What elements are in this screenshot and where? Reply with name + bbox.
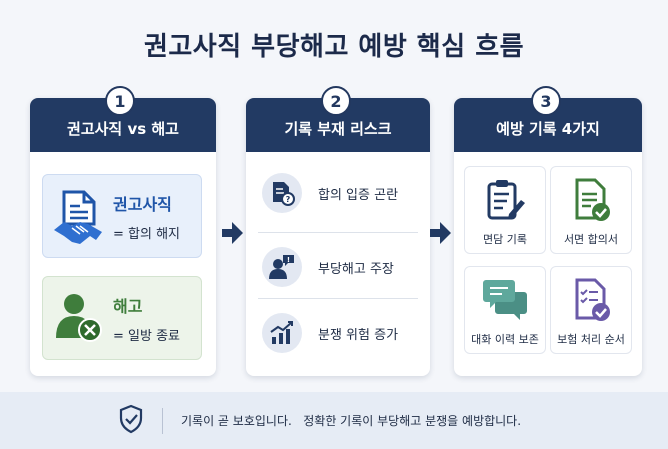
prevention-label: 서면 합의서 — [563, 233, 619, 246]
risk-item: 분쟁 위험 증가 — [258, 302, 418, 364]
resignation-title: 권고사직 — [113, 194, 172, 214]
shield-check-icon — [118, 404, 144, 438]
prevention-label: 대화 이력 보존 — [471, 333, 539, 346]
chat-bubbles-icon — [482, 277, 528, 323]
step-badge-3: 3 — [531, 86, 561, 116]
flow-arrow-1 — [222, 222, 243, 244]
footer-banner: 기록이 곧 보호입니다. 정확한 기록이 부당해고 분쟁을 예방합니다. — [0, 392, 668, 449]
prevention-label: 면담 기록 — [483, 233, 527, 246]
prevention-label: 보험 처리 순서 — [557, 333, 625, 346]
handshake-document-icon — [43, 188, 113, 244]
dismissal-subtitle: = 일방 종료 — [113, 328, 180, 344]
document-check-icon — [569, 177, 613, 223]
resignation-box: 권고사직 = 합의 해지 — [42, 174, 202, 258]
risk-item: ? 합의 입증 곤란 — [258, 162, 418, 224]
prevention-item: 대화 이력 보존 — [464, 266, 546, 354]
risk-label: 부당해고 주장 — [318, 261, 394, 277]
risk-label: 합의 입증 곤란 — [318, 187, 399, 203]
svg-text:?: ? — [286, 195, 291, 204]
document-question-icon: ? — [262, 173, 302, 213]
prevention-item: 서면 합의서 — [550, 166, 632, 254]
dismissal-title: 해고 — [113, 296, 143, 316]
prevention-item: 보험 처리 순서 — [550, 266, 632, 354]
resignation-subtitle: = 합의 해지 — [113, 226, 180, 242]
footer-text: 기록이 곧 보호입니다. 정확한 기록이 부당해고 분쟁을 예방합니다. — [181, 414, 522, 428]
footer-divider — [162, 407, 163, 434]
checklist-icon — [569, 277, 613, 323]
column-risk: 기록 부재 리스크 ? 합의 입증 곤란 ! 부당해고 주장 — [246, 98, 430, 376]
risk-label: 분쟁 위험 증가 — [318, 327, 399, 343]
dismissal-box: 해고 = 일방 종료 — [42, 276, 202, 360]
prevention-item: 면담 기록 — [464, 166, 546, 254]
person-alert-icon: ! — [262, 247, 302, 287]
step-badge-2: 2 — [321, 86, 351, 116]
step-badge-1: 1 — [105, 86, 135, 116]
divider — [258, 298, 418, 299]
flow-arrow-2 — [430, 222, 451, 244]
risk-item: ! 부당해고 주장 — [258, 236, 418, 298]
page-title: 권고사직 부당해고 예방 핵심 흐름 — [143, 32, 525, 62]
column-prevention: 예방 기록 4가지 면담 기록 서면 합의서 — [454, 98, 642, 376]
rising-chart-icon — [262, 313, 302, 353]
person-x-icon — [43, 290, 113, 346]
svg-text:!: ! — [287, 256, 290, 264]
column-comparison: 권고사직 vs 해고 권고사직 = 합의 해지 — [30, 98, 216, 376]
clipboard-pen-icon — [483, 177, 527, 223]
divider — [258, 232, 418, 233]
